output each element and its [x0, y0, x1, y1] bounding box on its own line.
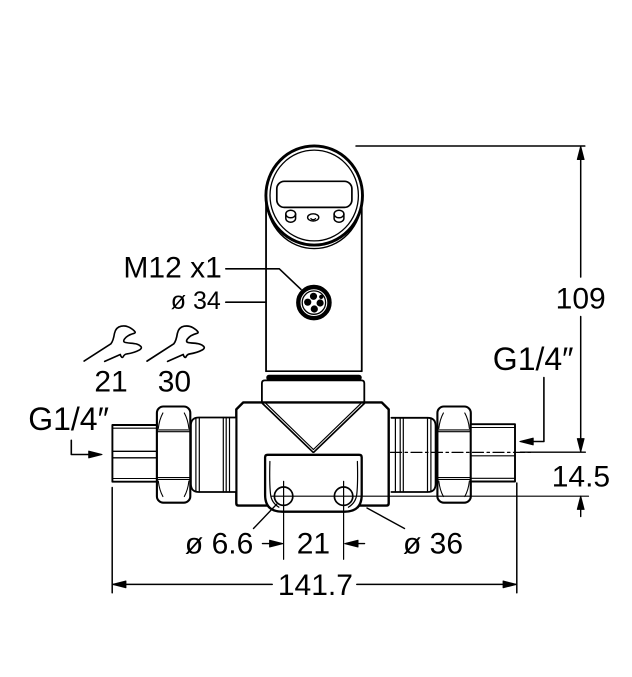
right-hex-nut	[436, 405, 472, 504]
path-detail-30	[157, 480, 164, 498]
path-detail-6	[333, 213, 345, 223]
m12-connector	[296, 284, 332, 321]
right-collar	[390, 416, 437, 493]
leader-g14-left	[70, 439, 90, 456]
label-g14-left: G1/4″	[28, 401, 109, 437]
path-detail-4	[285, 213, 297, 223]
dim-text-hole-dia: ø 6.6	[185, 527, 253, 560]
led-indicator	[306, 213, 320, 222]
label-wrench-21: 21	[94, 366, 127, 399]
path-detail-31	[183, 480, 190, 498]
ellipse-detail-8	[306, 213, 320, 222]
path-detail-51	[438, 480, 444, 498]
wrench-icon-21	[83, 325, 143, 363]
leader-hole-diameter	[252, 503, 278, 530]
dim-text-14-5: 14.5	[552, 460, 610, 493]
front-boss	[263, 453, 363, 560]
path-detail-38	[390, 416, 437, 493]
dim-141-7	[111, 482, 518, 594]
head-inner-rim	[269, 149, 360, 242]
leader-g14-right	[532, 376, 545, 443]
dim-text-141-7: 141.7	[278, 569, 353, 602]
path-detail-28	[157, 412, 164, 430]
label-leaders	[70, 268, 545, 459]
seal-ring	[266, 374, 362, 381]
path-detail-69	[502, 580, 517, 589]
circle-detail-11	[301, 290, 327, 315]
path-detail-75	[519, 437, 534, 446]
rect-detail-44	[436, 405, 472, 504]
path-detail-9	[310, 217, 317, 221]
label-wrench-30: 30	[158, 366, 191, 399]
dim-text-109: 109	[556, 283, 606, 316]
dim-21-holes	[252, 503, 406, 548]
v-groove-left-outer	[261, 402, 314, 454]
sensor-body	[265, 195, 363, 373]
path-detail-73	[344, 539, 359, 548]
left-collar	[190, 416, 237, 493]
path-detail-49	[438, 412, 444, 430]
v-groove-right-inner	[312, 402, 362, 451]
dim-14-5	[271, 451, 590, 518]
path-detail-60	[576, 438, 585, 453]
m12-pins	[304, 292, 324, 313]
path-detail-29	[183, 412, 190, 430]
display-window	[275, 180, 353, 209]
path-detail-59	[576, 145, 585, 160]
leader-m12	[225, 268, 302, 291]
texts: M12 x1 ø 34 21 30 G1/4″ G1/4″ 109 14.5 ø…	[28, 252, 610, 602]
label-g14-right: G1/4″	[493, 341, 574, 377]
button-right	[333, 209, 345, 223]
dim-109	[355, 145, 586, 453]
path-detail-71	[269, 539, 284, 548]
v-groove-right-outer	[312, 402, 366, 454]
ellipse-detail-5	[285, 209, 297, 219]
dim-text-21: 21	[297, 527, 330, 560]
sensor-head	[264, 144, 364, 250]
label-dia34: ø 34	[171, 287, 221, 315]
label-m12: M12 x1	[123, 252, 221, 285]
path-detail-18	[263, 453, 363, 513]
circle-detail-16	[319, 294, 324, 299]
circle-detail-13	[316, 299, 324, 307]
boss-curve-left	[269, 460, 280, 508]
wrench-icon-30	[146, 325, 206, 363]
circle-detail-15	[304, 298, 312, 306]
path-detail-74	[88, 450, 103, 459]
right-fitting	[389, 405, 535, 504]
path-detail-63	[576, 495, 585, 510]
path-detail-32	[190, 416, 237, 493]
dim-text-dia36: ø 36	[403, 527, 463, 560]
path-detail-68	[112, 580, 127, 589]
left-thread	[111, 424, 158, 483]
circle-detail-10	[296, 284, 332, 321]
neck-collar	[261, 379, 366, 404]
boss-curve-right	[347, 460, 359, 508]
circle-detail-12	[309, 292, 318, 300]
circle-detail-14	[310, 305, 318, 313]
path-detail-50	[464, 412, 470, 430]
v-groove-left-inner	[265, 402, 314, 451]
leader-boss-diameter	[366, 507, 406, 530]
path-detail-52	[464, 480, 470, 498]
left-fitting	[111, 405, 237, 504]
left-hex-nut	[155, 405, 192, 504]
ellipse-detail-7	[333, 209, 345, 219]
rect-detail-23	[155, 405, 192, 504]
button-left	[285, 209, 297, 223]
